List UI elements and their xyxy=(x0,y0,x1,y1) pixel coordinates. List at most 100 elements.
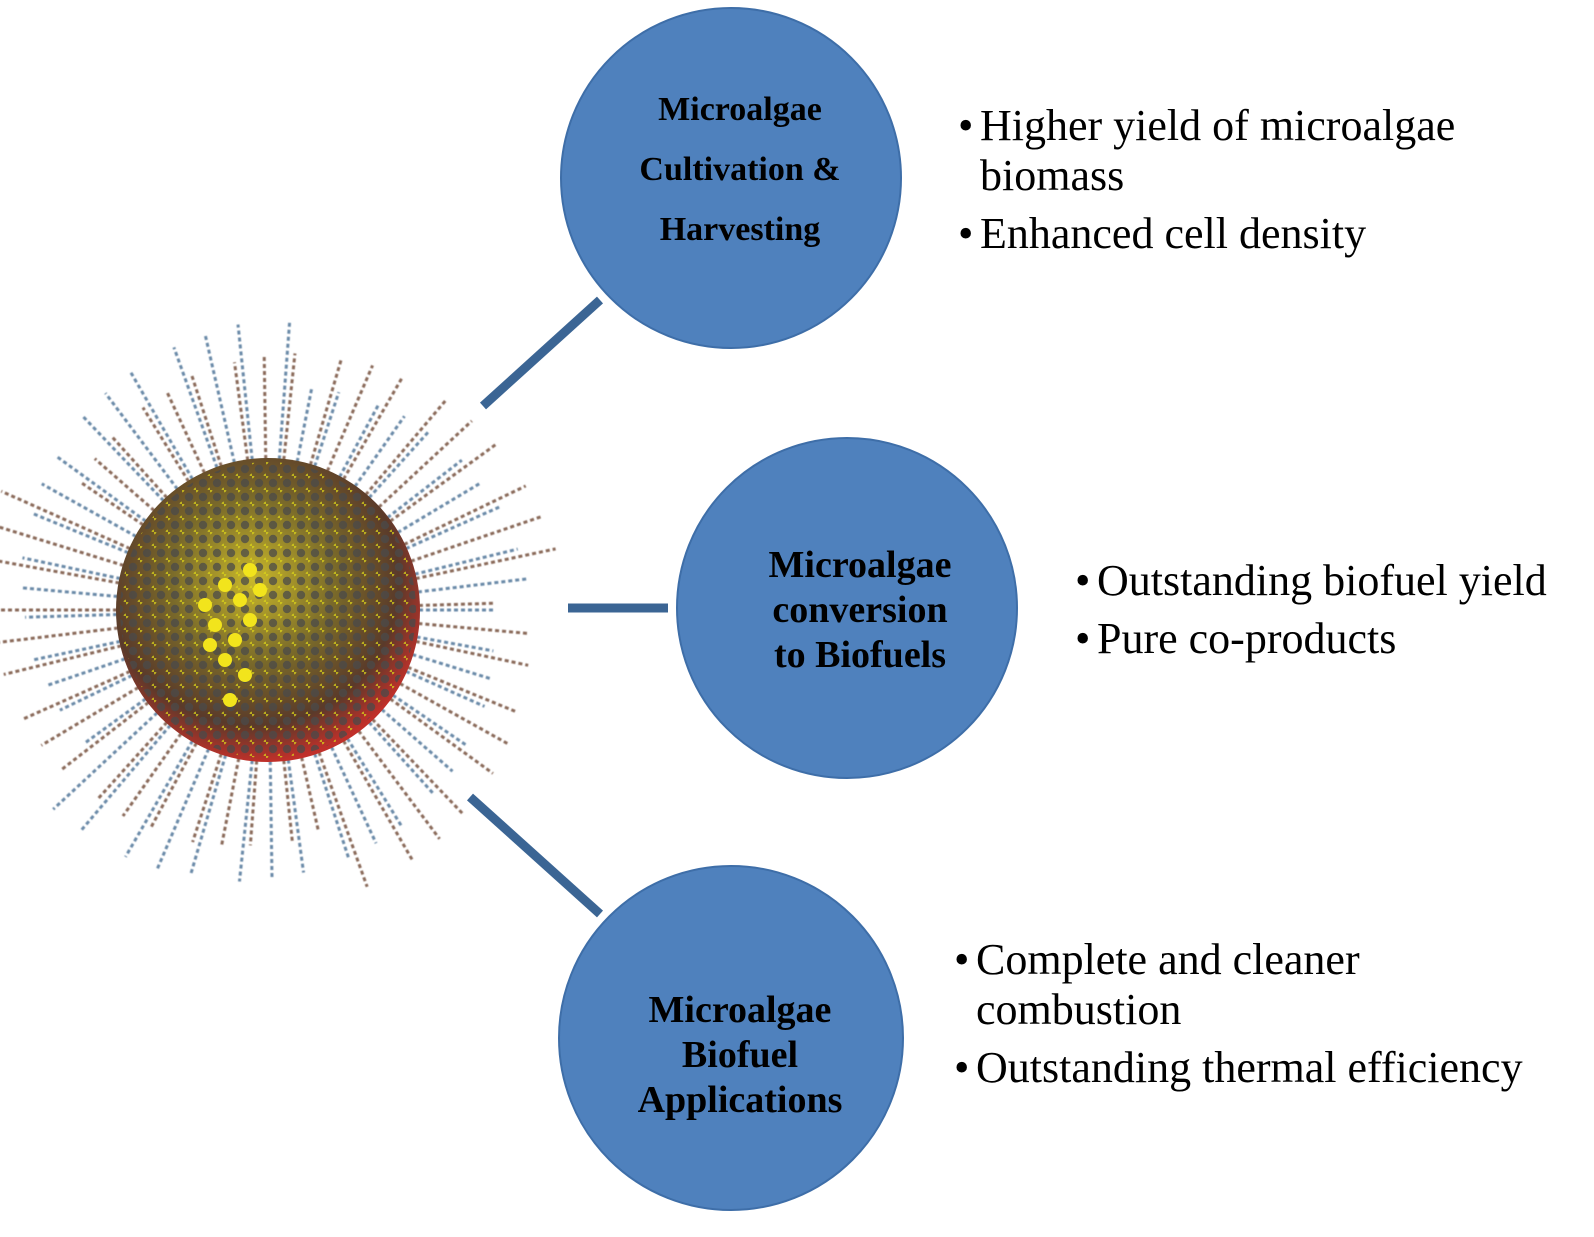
node-label-line: Cultivation & xyxy=(639,151,841,188)
bullet-text: Outstanding biofuel yield xyxy=(1097,556,1547,605)
ligand-chain xyxy=(353,705,436,797)
ligand-chain xyxy=(3,639,143,676)
ligand-chain xyxy=(52,697,174,811)
bullet-item: •Pure co-products xyxy=(1075,614,1594,664)
ligand-chain xyxy=(0,624,140,644)
nanoparticle-icon xyxy=(0,319,556,888)
bullet-item: •Enhanced cell density xyxy=(958,209,1558,259)
node-label-conversion: Microalgae conversion to Biofuels xyxy=(700,520,1020,700)
node-label-line: Biofuel xyxy=(681,1033,799,1076)
yellow-atom xyxy=(198,598,212,612)
ligand-chain xyxy=(129,371,205,499)
yellow-atom xyxy=(228,633,242,647)
bullet-text: Pure co-products xyxy=(1097,614,1397,663)
ligand-chain xyxy=(164,389,215,493)
ligand-chain xyxy=(364,694,454,773)
ligand-chain xyxy=(362,419,473,523)
bullet-item: •Outstanding biofuel yield xyxy=(1075,556,1594,606)
ligand-chain xyxy=(0,559,141,589)
ligand-chain xyxy=(121,715,195,817)
ligand-chain xyxy=(390,514,543,570)
ligand-chain xyxy=(172,346,226,489)
bullet-item: •Higher yield of microalgae biomass xyxy=(958,101,1558,201)
yellow-atom xyxy=(223,693,237,707)
yellow-atom xyxy=(203,638,217,652)
node-label-line: Microalgae xyxy=(658,91,822,128)
node-label-line: conversion xyxy=(772,588,948,631)
node-circle-cultivation xyxy=(560,7,902,349)
ligand-chain xyxy=(22,556,142,585)
node-label-cultivation: Microalgae Cultivation & Harvesting xyxy=(590,70,890,270)
ligand-chain xyxy=(356,702,464,815)
ligand-chain xyxy=(236,324,256,481)
ligand-chain xyxy=(372,685,494,775)
ligand-chain xyxy=(104,392,192,507)
bullet-item: •Outstanding thermal efficiency xyxy=(954,1043,1554,1093)
ligand-chain xyxy=(22,661,150,721)
yellow-atom-cluster xyxy=(198,563,267,707)
bullet-list-applications: •Complete and cleaner combustion •Outsta… xyxy=(954,935,1554,1101)
connector-line-top xyxy=(479,296,604,410)
ligand-chain xyxy=(331,375,405,499)
node-label-line: Microalgae xyxy=(648,988,832,1031)
yellow-atom xyxy=(233,593,247,607)
ligand-chain xyxy=(0,525,145,574)
ligand-chain xyxy=(387,657,519,714)
nanoparticle-lattice xyxy=(120,462,416,758)
bullet-dot: • xyxy=(958,101,974,150)
node-label-applications: Microalgae Biofuel Applications xyxy=(590,965,890,1145)
node-circle-applications xyxy=(558,865,904,1211)
node-label-line: Microalgae xyxy=(768,543,952,586)
bullet-text: Higher yield of microalgae biomass xyxy=(980,101,1456,200)
ligand-chain xyxy=(344,713,441,840)
ligand-chain xyxy=(220,737,245,846)
bullet-text: Enhanced cell density xyxy=(980,209,1367,258)
ligand-chains xyxy=(0,319,556,888)
ligand-chain xyxy=(276,319,292,481)
node-circle-conversion xyxy=(676,437,1018,779)
ligand-chain xyxy=(124,721,205,858)
ligand-chain xyxy=(190,375,230,487)
ligand-chain xyxy=(0,489,150,559)
ligand-chain xyxy=(394,547,556,585)
bullet-text: Complete and cleaner combustion xyxy=(976,935,1360,1034)
node-label-line: Applications xyxy=(637,1078,843,1121)
ligand-chain xyxy=(374,682,468,748)
bullet-text: Outstanding thermal efficiency xyxy=(976,1043,1523,1092)
yellow-atom xyxy=(243,613,257,627)
ligand-chain xyxy=(369,458,463,532)
ligand-chain xyxy=(310,731,369,888)
bullet-dot: • xyxy=(1075,614,1091,663)
ligand-chain xyxy=(82,415,180,518)
ligand-chain xyxy=(203,333,241,484)
yellow-atom xyxy=(253,583,267,597)
ligand-chain xyxy=(268,739,274,879)
bullet-dot: • xyxy=(954,1043,970,1092)
ligand-chain xyxy=(372,443,498,535)
ligand-chain xyxy=(149,723,208,830)
connector-line-bottom xyxy=(466,793,604,918)
ligand-chain xyxy=(188,734,233,877)
bullet-dot: • xyxy=(954,935,970,984)
yellow-atom xyxy=(208,618,222,632)
ligand-chain xyxy=(25,612,139,619)
ligand-chain xyxy=(353,429,431,515)
ligand-chain xyxy=(54,454,164,535)
ligand-chain xyxy=(380,672,509,745)
node-label-line: to Biofuels xyxy=(773,633,947,676)
ligand-chain xyxy=(232,362,253,482)
yellow-atom xyxy=(243,563,257,577)
ligand-chain xyxy=(384,484,527,555)
ligand-chain xyxy=(191,733,230,843)
ligand-chain xyxy=(283,738,306,873)
yellow-atom xyxy=(218,653,232,667)
ligand-chain xyxy=(237,739,256,882)
ligand-chain xyxy=(397,620,530,635)
ligand-chain xyxy=(350,400,447,512)
ligand-chain xyxy=(378,481,483,545)
ligand-chain xyxy=(21,586,139,600)
bullet-dot: • xyxy=(1075,556,1091,605)
yellow-atom xyxy=(218,578,232,592)
node-label-line: Harvesting xyxy=(659,211,821,248)
